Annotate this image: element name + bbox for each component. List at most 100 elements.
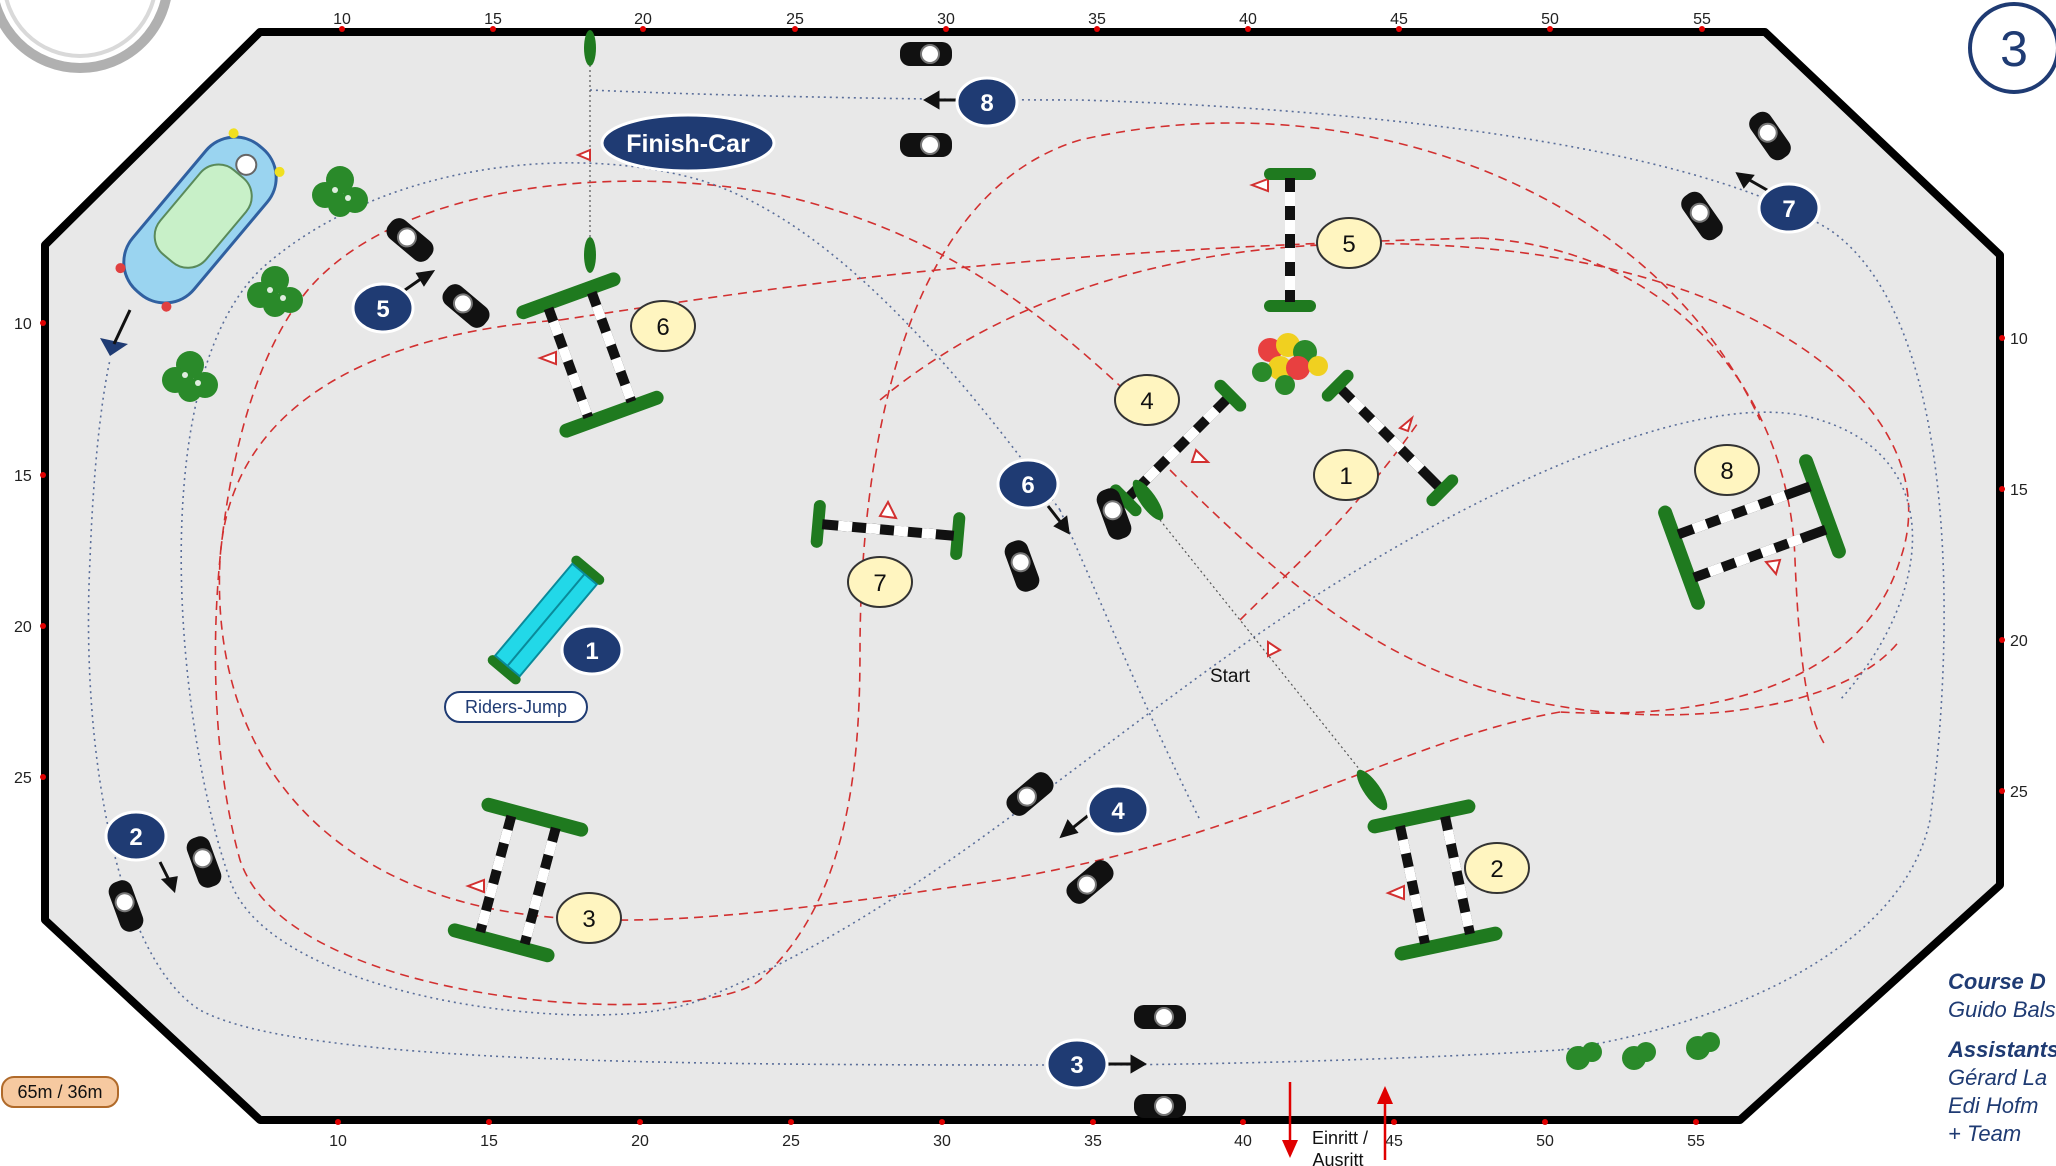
axis-label-top: 35 — [1088, 11, 1106, 28]
rider-marker-7: 7 — [847, 556, 913, 608]
car-marker-label: 8 — [980, 90, 993, 117]
axis-label-top: 40 — [1239, 11, 1257, 28]
axis-label-top: 25 — [786, 11, 804, 28]
car-icon — [1096, 488, 1132, 540]
axis-label-right: 10 — [2010, 331, 2028, 348]
axis-label-top: 20 — [634, 11, 652, 28]
rider-marker-label: 6 — [656, 314, 669, 341]
riders-jump-obstacle — [487, 555, 605, 685]
car-marker-1: 1 — [560, 624, 624, 676]
axis-label-top: 45 — [1390, 11, 1408, 28]
car-marker-8: 8 — [955, 76, 1019, 128]
obstacle-5 — [1264, 168, 1316, 312]
car-icon — [1004, 540, 1040, 592]
rider-marker-4: 4 — [1114, 374, 1180, 426]
car-icon — [1681, 191, 1723, 241]
assistant-name: Gérard La — [1948, 1065, 2048, 1090]
arena-size-badge: 65m / 36m — [1, 1076, 119, 1108]
axis-label-left: 25 — [14, 770, 32, 787]
axis-label-bottom: 50 — [1536, 1133, 1554, 1150]
axis-label-top: 30 — [937, 11, 955, 28]
logo-wheel — [0, 0, 171, 73]
axis-right-labels: 10 15 20 25 — [2010, 331, 2028, 801]
axis-top-labels: 10 15 20 25 30 35 40 45 50 55 — [333, 11, 1711, 28]
bush-icon — [247, 266, 303, 317]
exit-arrow-line — [112, 309, 132, 345]
obstacle-3 — [447, 797, 589, 963]
obstacle-2 — [1367, 799, 1503, 961]
bush-plants — [162, 166, 1720, 1070]
car-course-markers: 8 5 7 6 1 4 2 3 — [104, 76, 1821, 1090]
designer-heading: Course D — [1948, 969, 2046, 994]
course-number: 3 — [2000, 21, 2028, 77]
exit-arrow-icon — [100, 338, 128, 356]
car-marker-3: 3 — [1045, 1038, 1109, 1090]
axis-label-bottom: 35 — [1084, 1133, 1102, 1150]
bush-icon — [182, 187, 351, 386]
axis-bottom-labels: 10 15 20 25 30 35 40 45 50 55 — [329, 1133, 1705, 1150]
start-label: Start — [1210, 666, 1251, 687]
car-icon — [1006, 772, 1054, 816]
riders-jump-badge: Riders-Jump — [444, 691, 588, 723]
car-icon — [1749, 111, 1791, 161]
car-marker-label: 4 — [1111, 798, 1125, 825]
obstacles — [447, 30, 1846, 963]
car-marker-7: 7 — [1757, 182, 1821, 234]
axis-label-top: 50 — [1541, 11, 1559, 28]
car-marker-6: 6 — [996, 458, 1060, 510]
flower-bed-icon — [1252, 333, 1328, 395]
rider-marker-2: 2 — [1464, 842, 1530, 894]
start-line — [1159, 519, 1361, 771]
car-marker-label: 5 — [376, 296, 389, 323]
car-icon — [1134, 1094, 1186, 1118]
axis-label-left: 15 — [14, 468, 32, 485]
obstacle-7 — [810, 499, 966, 561]
assistants-heading: Assistants — [1948, 1037, 2056, 1062]
assistant-team: + Team — [1948, 1121, 2022, 1146]
axis-label-bottom: 25 — [782, 1133, 800, 1150]
axis-label-right: 15 — [2010, 482, 2028, 499]
axis-label-bottom: 30 — [933, 1133, 951, 1150]
arena-size-label: 65m / 36m — [17, 1082, 102, 1102]
car-marker-label: 6 — [1021, 472, 1034, 499]
car-marker-label: 2 — [129, 824, 142, 851]
finish-car-icon — [115, 128, 285, 312]
axis-label-bottom: 15 — [480, 1133, 498, 1150]
axis-label-top: 10 — [333, 11, 351, 28]
axis-label-bottom: 10 — [329, 1133, 347, 1150]
obstacle-8 — [1658, 454, 1846, 610]
rider-marker-label: 5 — [1342, 231, 1355, 258]
axis-label-right: 25 — [2010, 784, 2028, 801]
axis-label-right: 20 — [2010, 633, 2028, 650]
exit-label: Ausritt — [1312, 1150, 1363, 1166]
riders-jump-label: Riders-Jump — [465, 697, 567, 717]
rider-marker-label: 2 — [1490, 856, 1503, 883]
car-icon — [108, 880, 144, 932]
entrance-arrows — [1282, 1082, 1393, 1166]
car-marker-label: 1 — [585, 638, 598, 665]
car-icon — [386, 218, 434, 262]
car-icon — [186, 836, 222, 888]
rider-marker-3: 3 — [556, 892, 622, 944]
finish-car-label: Finish-Car — [626, 130, 750, 158]
car-marker-label: 7 — [1782, 196, 1795, 223]
rider-marker-label: 7 — [873, 570, 886, 597]
car-marker-4: 4 — [1086, 784, 1150, 836]
course-number-badge: 3 — [1968, 2, 2056, 94]
assistant-name: Edi Hofm — [1948, 1093, 2039, 1118]
axis-label-bottom: 45 — [1385, 1133, 1403, 1150]
axis-label-bottom: 40 — [1234, 1133, 1252, 1150]
rider-marker-label: 8 — [1720, 458, 1733, 485]
rider-marker-label: 3 — [582, 906, 595, 933]
rider-marker-label: 4 — [1140, 388, 1153, 415]
entrance-label: Einritt / — [1312, 1128, 1368, 1148]
obstacle-1 — [1321, 369, 1459, 507]
cars — [108, 42, 1791, 1118]
bush-icon — [162, 351, 218, 402]
rider-course-markers: 6 5 4 1 8 7 2 3 — [556, 217, 1760, 944]
finish-car-badge: Finish-Car — [600, 113, 776, 173]
car-marker-label: 3 — [1070, 1052, 1083, 1079]
axis-left-labels: 10 15 20 25 — [14, 316, 32, 787]
car-marker-5: 5 — [351, 282, 415, 334]
rider-marker-5: 5 — [1316, 217, 1382, 269]
